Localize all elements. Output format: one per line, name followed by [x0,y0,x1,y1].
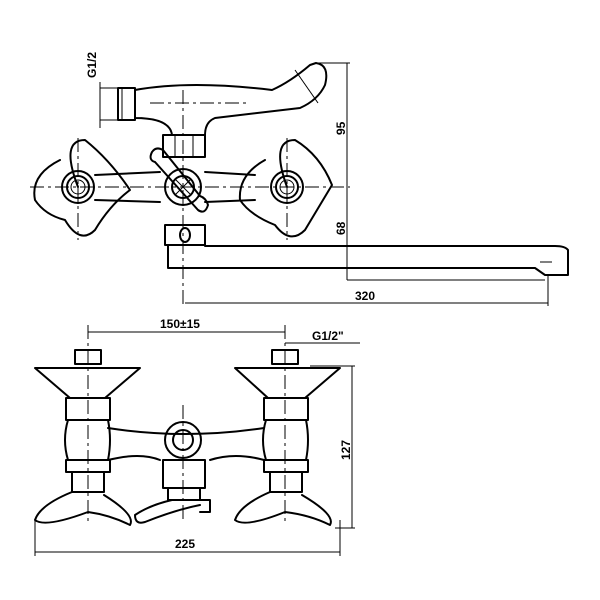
spout-reach-label: 320 [355,289,375,303]
overall-width-label: 225 [175,537,195,551]
height-lower-label: 68 [334,221,348,235]
connection-thread-label: G1/2" [312,329,344,343]
mixer-body [107,421,265,524]
body [94,171,256,203]
left-handle [33,139,131,237]
diverter-nut [162,134,206,158]
top-view: G1/2 95 68 320 [30,52,569,306]
center-distance-label: 150±15 [160,317,200,331]
dimensions-top: G1/2 95 68 320 [85,52,549,306]
right-handle [238,139,333,238]
front-view: 150±15 G1/2" 127 225 [34,317,360,556]
right-valve [234,349,341,526]
dimensions-front: 150±15 G1/2" 127 225 [34,317,360,556]
shower-diverter-arm [99,62,328,136]
inlet-thread-label: G1/2 [85,52,99,78]
spout [164,224,569,276]
height-label: 127 [339,440,353,460]
height-upper-label: 95 [334,121,348,135]
